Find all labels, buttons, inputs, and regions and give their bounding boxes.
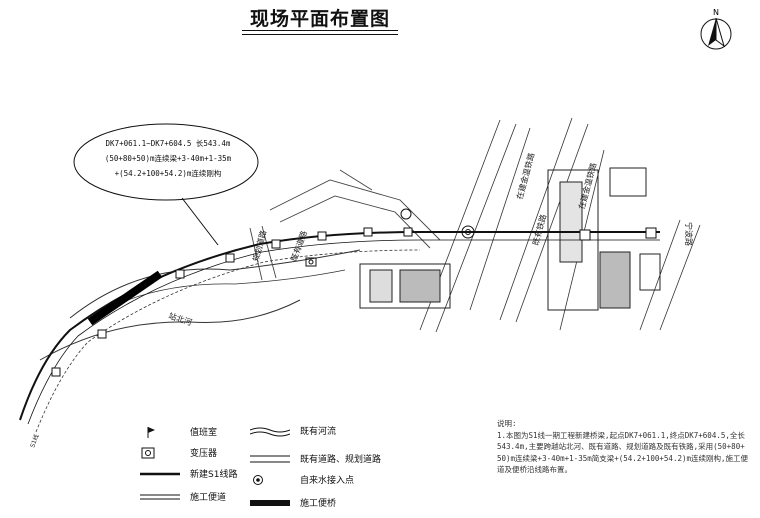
buildings <box>359 167 661 311</box>
river-label: 站北河 <box>167 310 193 327</box>
flag-icon <box>140 426 180 438</box>
callout-line-2: (50+80+50)m连续梁+3-40m+1-35m <box>104 154 232 163</box>
callout-leader <box>181 197 219 246</box>
river-icon <box>249 425 291 437</box>
legend-roads: 既有道路、规划道路 <box>250 452 381 465</box>
new-line-icon <box>140 468 180 480</box>
notes-block: 说明: 1.本图为S1线一期工程新建桥梁,起点DK7+061.1,终点DK7+6… <box>497 418 749 476</box>
legend-bridge-label: 施工便桥 <box>300 499 337 509</box>
notes-body: 1.本图为S1线一期工程新建桥梁,起点DK7+061.1,终点DK7+604.5… <box>497 430 749 475</box>
callout-balloon <box>73 123 259 201</box>
river-bank-bottom <box>39 299 301 361</box>
left-tail-label: S1线 <box>28 433 40 449</box>
s1-line-offset <box>27 239 660 425</box>
north-label: N <box>713 8 719 17</box>
pier-markers <box>51 227 657 377</box>
callout-line-3: +(54.2+100+54.2)m连续刚构 <box>114 169 222 178</box>
notes-heading: 说明: <box>497 419 517 428</box>
river-bank-top <box>69 249 361 319</box>
access-road <box>35 249 421 433</box>
title-underline-top <box>242 30 398 31</box>
legend-river: 既有河流 <box>249 424 337 437</box>
access-road-icon <box>140 491 180 503</box>
roads-icon <box>250 453 290 465</box>
callout-line-1: DK7+061.1~DK7+604.5 长543.4m <box>105 139 231 148</box>
page-title: 现场平面布置图 <box>250 8 391 30</box>
water-point-icon <box>250 474 290 486</box>
legend-roads-label: 既有道路、规划道路 <box>300 455 382 465</box>
legend-duty-room: 值班室 <box>140 425 217 438</box>
north-arrow-icon: N <box>700 8 732 50</box>
title-underline-bottom <box>242 34 398 35</box>
legend-transformer-label: 变压器 <box>190 449 218 459</box>
legend-river-label: 既有河流 <box>300 427 337 437</box>
temporary-bridge <box>87 270 163 326</box>
legend-transformer: 变压器 <box>140 446 217 459</box>
legend-water-label: 自来水接入点 <box>300 476 355 486</box>
transformer-icon <box>140 447 180 459</box>
legend-water: 自来水接入点 <box>250 473 354 486</box>
legend-access-road-label: 施工便道 <box>190 493 227 503</box>
road-c-label: 宁波路 <box>684 222 694 246</box>
transformer-markers <box>305 208 475 267</box>
legend-new-line-label: 新建S1线路 <box>190 470 238 480</box>
legend-bridge: 施工便桥 <box>250 496 336 509</box>
legend-duty-room-label: 值班室 <box>190 428 218 438</box>
legend-access-road: 施工便道 <box>140 490 226 503</box>
callout-text: DK7+061.1~DK7+604.5 长543.4m (50+80+50)m连… <box>84 136 252 181</box>
rail-a-label: 在建金温铁路 <box>514 152 536 201</box>
legend-new-line: 新建S1线路 <box>140 467 237 480</box>
bridge-icon <box>250 497 290 509</box>
